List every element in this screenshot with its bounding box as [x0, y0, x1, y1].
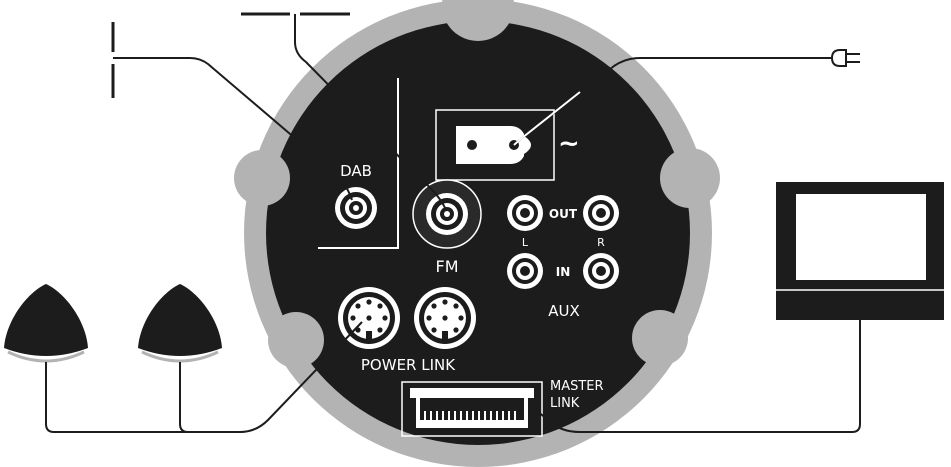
aux-out-left-socket[interactable]	[507, 195, 543, 231]
tv-screen	[796, 194, 926, 280]
master-link-label-line2: LINK	[550, 396, 580, 411]
aux-in-left-socket[interactable]	[507, 253, 543, 289]
aux-in-label: IN	[556, 265, 571, 279]
panel-notch-top	[442, 0, 514, 41]
power-link-1-pin	[366, 299, 372, 305]
power-link-1-pin	[377, 327, 383, 333]
speaker-right-icon	[138, 284, 222, 363]
master-link-socket[interactable]	[401, 381, 543, 437]
speaker-right-cable	[179, 362, 189, 433]
aux-label: AUX	[548, 302, 580, 320]
power-link-1-key	[366, 331, 372, 339]
dab-label: DAB	[340, 162, 372, 180]
power-link-2-pin	[453, 327, 459, 333]
speaker-right-base	[141, 350, 219, 363]
power-link-2-pin	[442, 315, 448, 321]
fm-antenna	[241, 12, 350, 26]
aux-out-right-hole	[596, 208, 606, 218]
power-link-2-pin	[458, 315, 464, 321]
speaker-left-cable	[45, 321, 363, 433]
power-link-socket-1[interactable]	[338, 287, 400, 349]
dab-antenna	[111, 22, 122, 98]
aux-left-label: L	[522, 236, 529, 249]
master-link-label-line1: MASTER	[550, 379, 604, 394]
power-link-2-pin	[426, 315, 432, 321]
power-link-socket-2[interactable]	[414, 287, 476, 349]
aux-out-label: OUT	[549, 207, 578, 221]
fm-cable	[294, 26, 447, 211]
power-link-1-pin	[355, 303, 361, 309]
speaker-left-base	[7, 350, 85, 363]
dab-cable	[122, 57, 353, 201]
power-link-2-key	[442, 331, 448, 339]
aux-right-label: R	[597, 236, 605, 249]
aux-in-left-hole	[520, 266, 530, 276]
cables	[45, 26, 861, 433]
mains-symbol: ~	[558, 129, 580, 159]
panel-notch-right	[660, 148, 720, 208]
master-link-frame	[401, 381, 543, 437]
panel-notch-left	[234, 150, 290, 206]
fm-socket[interactable]	[412, 179, 482, 249]
mains-plug-icon	[830, 49, 860, 67]
aux-out-left-hole	[520, 208, 530, 218]
power-link-label: POWER LINK	[361, 356, 456, 374]
speaker-left-body	[4, 284, 88, 356]
power-link-1-pin	[382, 315, 388, 321]
speaker-right-body	[138, 284, 222, 356]
mains-socket-outline	[456, 126, 531, 164]
power-link-2-pin	[431, 303, 437, 309]
panel-notch-bottom-left	[268, 312, 324, 368]
tv-icon	[776, 182, 944, 320]
dab-socket-pin	[353, 205, 359, 211]
power-link-2-pins	[426, 299, 464, 339]
fm-socket-pin	[444, 211, 450, 217]
power-link-1-pin	[366, 315, 372, 321]
mains-plug-body	[830, 49, 847, 67]
panel-notch-bottom-right	[632, 310, 688, 366]
mains-socket-frame	[435, 109, 555, 181]
power-link-1-pin	[377, 303, 383, 309]
speaker-left-icon	[4, 284, 88, 363]
dab-section-divider	[318, 78, 399, 249]
mains-pin-left	[467, 140, 477, 150]
aux-in-right-hole	[596, 266, 606, 276]
mains-cable-inside	[513, 91, 581, 146]
power-link-1-pin	[350, 315, 356, 321]
power-link-1-pins	[350, 299, 388, 339]
master-link-contacts	[424, 411, 516, 420]
tv-cable	[529, 320, 861, 433]
aux-in-right-socket[interactable]	[583, 253, 619, 289]
power-link-2-pin	[442, 299, 448, 305]
dab-socket[interactable]	[335, 187, 377, 229]
power-link-2-pin	[431, 327, 437, 333]
aux-out-right-socket[interactable]	[583, 195, 619, 231]
fm-label: FM	[435, 257, 458, 276]
power-link-2-pin	[453, 303, 459, 309]
